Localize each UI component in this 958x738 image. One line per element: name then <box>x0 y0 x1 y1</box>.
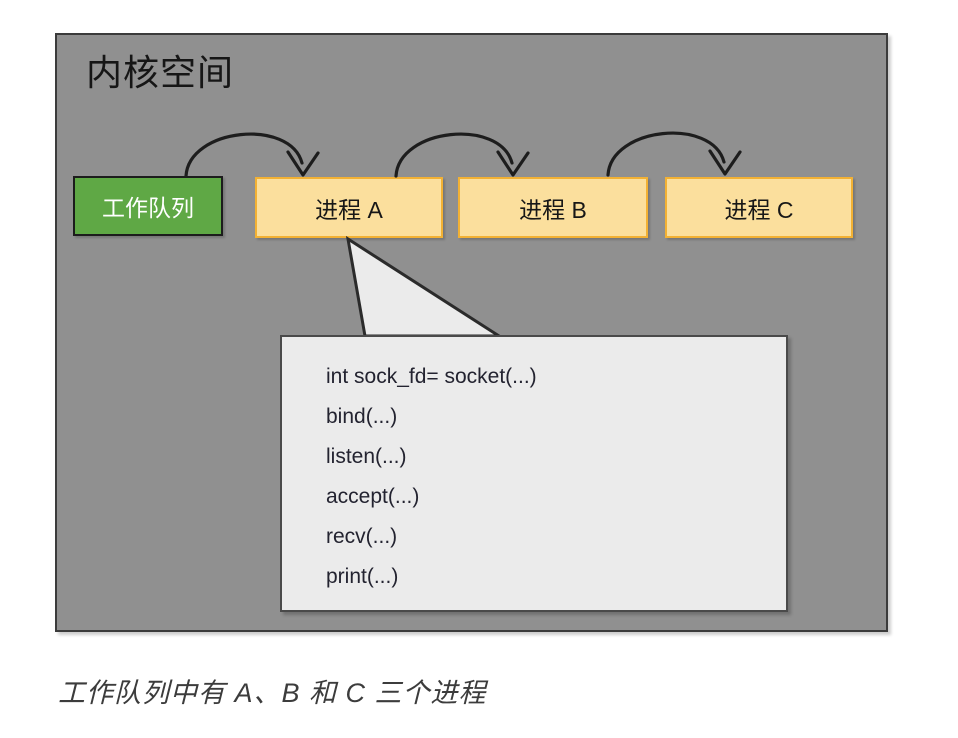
node-process-a-label: 进程 A <box>315 196 383 223</box>
node-process-a[interactable]: 进程 A <box>255 177 443 238</box>
code-list: int sock_fd= socket(...) bind(...) liste… <box>326 357 537 597</box>
code-line: print(...) <box>326 565 399 588</box>
code-line: int sock_fd= socket(...) <box>326 365 537 388</box>
code-callout-box: int sock_fd= socket(...) bind(...) liste… <box>280 335 788 612</box>
figure-caption: 工作队列中有 A、B 和 C 三个进程 <box>58 678 487 708</box>
code-line: listen(...) <box>326 445 407 468</box>
node-process-b[interactable]: 进程 B <box>458 177 648 238</box>
node-process-b-label: 进程 B <box>519 196 587 223</box>
node-process-c-label: 进程 C <box>724 196 794 223</box>
panel-title: 内核空间 <box>86 52 235 93</box>
code-line: recv(...) <box>326 525 398 548</box>
node-process-c[interactable]: 进程 C <box>665 177 853 238</box>
node-work-queue-label: 工作队列 <box>102 195 194 221</box>
node-work-queue[interactable]: 工作队列 <box>73 176 223 236</box>
code-line: accept(...) <box>326 485 420 508</box>
code-line: bind(...) <box>326 405 398 428</box>
